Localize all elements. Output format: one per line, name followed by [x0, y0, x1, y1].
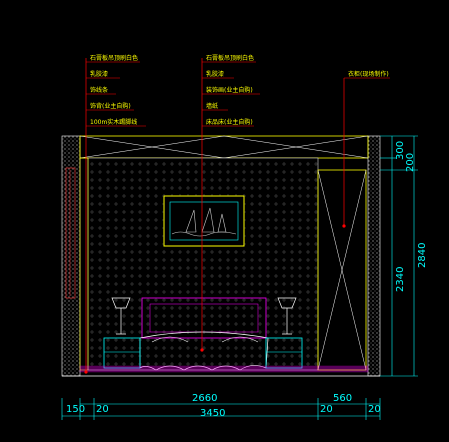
leader-dots	[84, 224, 346, 374]
ceiling-band	[79, 135, 369, 159]
left-note-2: 乳胶漆	[90, 71, 109, 78]
dim-20-right: 20	[368, 404, 381, 415]
bed-pillows	[151, 336, 259, 343]
dim-2660: 2660	[192, 393, 218, 404]
left-note-5: 100m实木踢脚线	[90, 119, 138, 126]
left-note-3: 饰线条	[90, 87, 109, 94]
horizontal-dimension-lines	[61, 398, 381, 420]
curtain-strip	[65, 167, 76, 299]
wallpaper-panel	[87, 157, 319, 371]
middle-note-2: 乳胶漆	[206, 71, 225, 78]
dim-560: 560	[333, 393, 353, 404]
wardrobe-diagonal-2	[317, 169, 367, 371]
dim-20-left: 20	[96, 404, 109, 415]
middle-note-1: 石膏板吊顶刷白色	[206, 55, 255, 62]
left-trim	[79, 157, 89, 371]
left-note-1: 石膏板吊顶刷白色	[90, 55, 139, 62]
middle-note-5: 床品床(业主自购)	[206, 119, 253, 126]
middle-note-4: 墙纸	[206, 103, 219, 110]
headboard	[141, 297, 267, 339]
dim-3450: 3450	[200, 408, 226, 419]
wardrobe	[317, 169, 367, 371]
leader-ticks	[86, 61, 390, 127]
skirting	[79, 365, 369, 373]
nightstand-right	[265, 337, 303, 369]
lamp-left	[111, 297, 131, 335]
vertical-dimension-lines	[380, 135, 418, 377]
dim-200: 200	[405, 152, 416, 172]
dim-2840: 2840	[417, 242, 428, 268]
dim-150: 150	[66, 404, 86, 415]
dim-2340: 2340	[395, 266, 406, 292]
painting-canvas	[169, 201, 239, 241]
dim-20-mid: 20	[320, 404, 333, 415]
middle-note-3: 装饰画(业主自购)	[206, 87, 253, 94]
bed-spread	[139, 331, 269, 371]
painting-waves	[171, 231, 237, 237]
ceiling-diagonal-2	[79, 135, 225, 159]
right-note: 衣柜(现场制作)	[348, 71, 389, 78]
right-wall-section	[367, 135, 381, 377]
left-wall-section	[61, 135, 81, 377]
nightstand-left	[103, 337, 141, 369]
lamp-right	[277, 297, 297, 335]
left-note-4: 饰背(业主自购)	[90, 103, 131, 110]
